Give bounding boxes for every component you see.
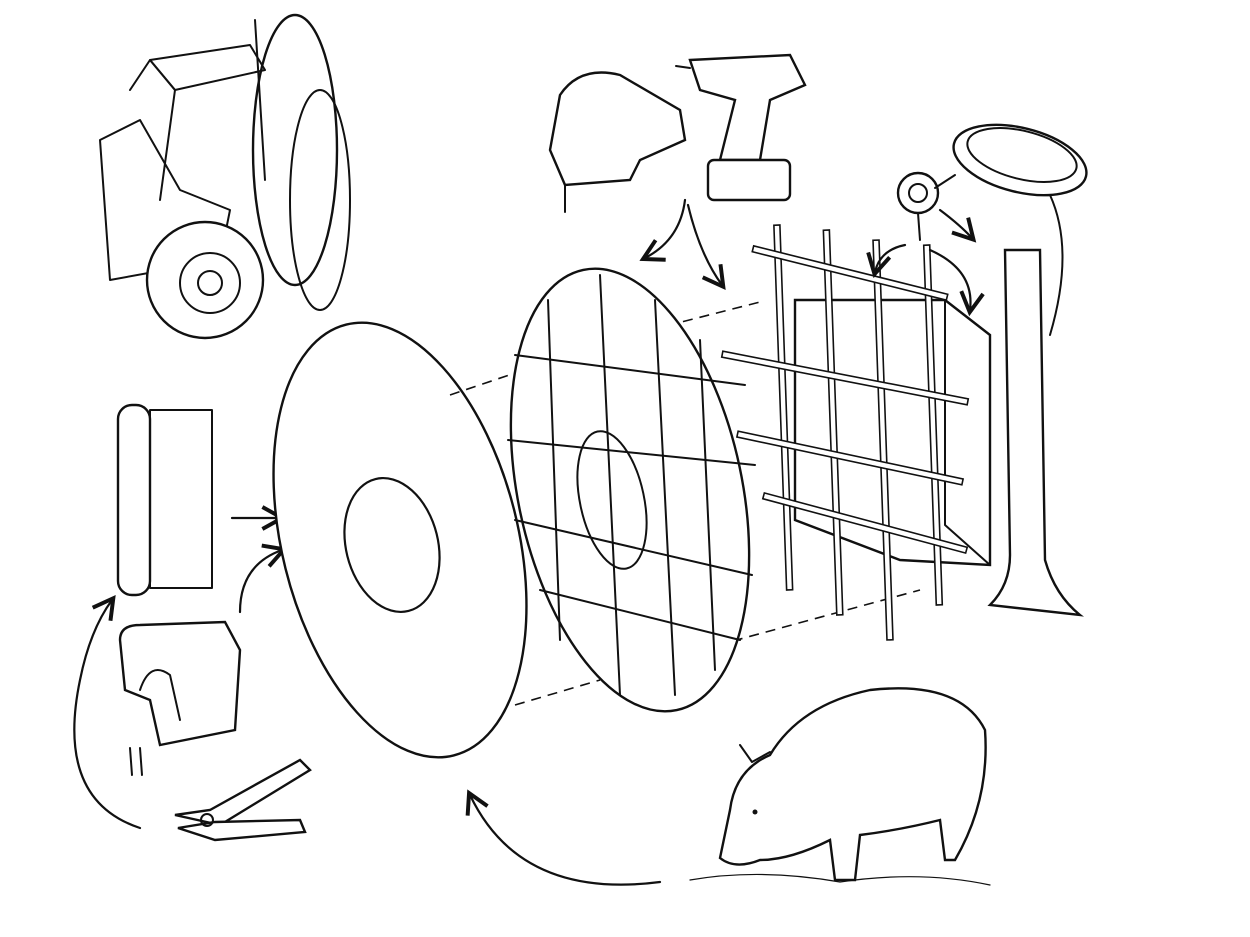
staple-gun-nozzle [129,747,133,776]
grapple-log-disc-back [289,89,351,311]
tractor-wheel-center [197,270,223,296]
eye-bolt [896,171,940,241]
grapple-log-disc [251,13,339,287]
eye-bolt-shaft [917,212,921,241]
eye-bolt-inner [908,183,928,203]
arrow-boar-to-disc [465,789,662,886]
staple-gun-nozzle-2 [139,747,143,776]
wood-box [793,298,992,567]
front-wood-disc [272,321,528,759]
staple-gun-body [118,620,242,747]
wire-cutters [174,758,312,842]
boar-ear [739,744,771,763]
arrow-bolt-to-box [928,248,985,317]
arrow-staple-to-disc [238,543,288,614]
tractor-wheel [145,220,265,340]
jigsaw-body [548,71,687,187]
tractor-cab-frame [129,59,176,201]
staple-gun [118,620,242,776]
wire-mesh-sheet [149,409,213,589]
rope-loop-1 [952,123,1088,197]
arrow-tools-to-box [686,203,726,291]
cutter-handle-bottom [177,818,307,842]
jigsaw [548,71,687,213]
grapple-chain [254,19,266,181]
chicken-wire-roll [116,403,213,597]
tractor-loader-arm [149,44,266,91]
back-disc-hole [576,430,648,570]
boar-ground [689,873,991,886]
arrow-bolt-down [866,243,907,279]
drill-battery [706,158,792,202]
tractor-wheel-hub [179,252,241,314]
back-disc-grid [507,274,756,696]
trunk-shape [987,248,1084,617]
rebar-grid-box [720,224,992,641]
boar-eye [752,809,758,815]
tractor-body [99,119,231,281]
rope-hang [1049,194,1064,336]
rope-loop-2 [966,127,1078,183]
front-disc-hole [343,476,441,614]
wood-box-edge [944,299,991,566]
cordless-drill [675,53,807,202]
cutter-handle-top [174,758,312,827]
staple-gun-handle [139,669,181,721]
rope-end [934,174,956,189]
wire-roll-cylinder [116,403,152,597]
arrow-tools-to-disc [639,198,687,262]
cutter-pivot [200,813,214,827]
rope-coil [934,123,1088,336]
boar-body [718,687,987,882]
rebar-horizontal [720,244,970,555]
eye-bolt-ring [896,171,940,215]
drill-body [688,53,807,162]
drill-bit [675,65,691,69]
back-wood-disc-with-grid [507,267,756,713]
arrow-bolt-right [938,208,977,243]
arrow-tools-loop [73,594,142,830]
tractor-illustration [99,13,351,340]
wild-boar [689,687,991,886]
tree-trunk [987,248,1084,617]
